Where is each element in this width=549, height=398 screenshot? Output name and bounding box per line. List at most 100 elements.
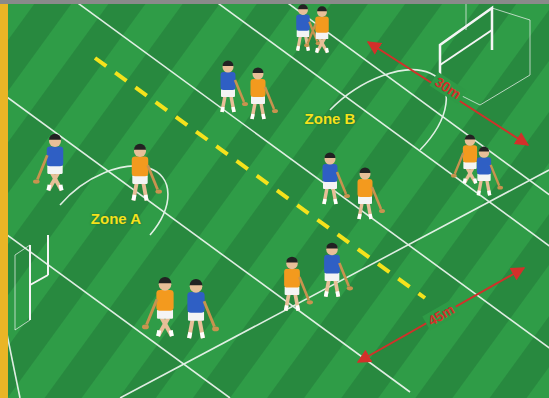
player-helmet	[49, 134, 61, 140]
player-sock	[263, 114, 264, 119]
player-helmet	[325, 153, 336, 159]
player-sock	[315, 48, 319, 53]
player-sock	[324, 199, 325, 204]
player-sock	[158, 330, 159, 336]
player-shorts	[358, 196, 372, 204]
player-shorts	[477, 173, 490, 181]
player-shorts	[47, 165, 62, 174]
player-sock	[189, 332, 190, 338]
player-figure	[358, 168, 386, 220]
pitch-line	[60, 0, 549, 385]
player-shorts	[188, 312, 204, 321]
hurley-bas	[33, 179, 40, 183]
player-sock	[233, 107, 234, 112]
hurley-stick	[235, 80, 244, 102]
pitch-arc	[60, 166, 168, 235]
hurley-bas	[272, 109, 278, 113]
player-shorts	[285, 287, 300, 295]
goal-frame	[30, 235, 48, 320]
player-jersey	[324, 255, 340, 274]
zone-label: Zone B	[305, 111, 356, 126]
player-leg	[231, 96, 234, 112]
hurley-bas	[451, 174, 457, 178]
goal-left	[15, 235, 48, 330]
player-leg	[286, 294, 289, 311]
edge-strip	[0, 0, 8, 398]
player-head	[317, 7, 327, 17]
hurley-bas	[212, 327, 219, 332]
player-leg	[478, 180, 481, 195]
hurley-stick	[372, 187, 381, 209]
hurley-bas	[307, 300, 313, 304]
player-sock	[146, 195, 147, 201]
hurley-bas	[347, 286, 353, 290]
player-figure	[284, 257, 313, 311]
hurley-stick	[455, 153, 464, 174]
hurley-stick	[37, 155, 47, 179]
player-sock	[325, 48, 329, 53]
player-leg	[333, 188, 336, 204]
player-head	[325, 154, 336, 165]
player-figure	[251, 68, 279, 120]
hurley-stick	[491, 165, 500, 186]
player-helmet	[134, 144, 146, 150]
player-shorts	[221, 89, 235, 97]
hurley-bas	[304, 44, 309, 48]
player-sock	[487, 191, 491, 196]
player-jersey	[132, 156, 149, 176]
player-shorts	[132, 175, 147, 184]
player-head	[479, 147, 489, 157]
hurley-bas	[497, 186, 503, 190]
player-sock	[61, 185, 62, 191]
hurley-stick	[148, 165, 158, 189]
player-leg	[252, 103, 255, 119]
player-sock	[296, 46, 300, 51]
player-sock	[370, 214, 371, 219]
player-helmet	[317, 6, 327, 11]
pitch-line	[0, 215, 230, 398]
player-sock	[337, 291, 338, 296]
player-leg	[335, 280, 338, 297]
player-leg	[326, 280, 329, 297]
pitch-line	[200, 0, 549, 283]
hurley-stick	[299, 277, 308, 300]
hurley-stick	[147, 299, 157, 324]
player-figure	[187, 279, 219, 338]
player-leg	[464, 168, 473, 183]
player-jersey	[477, 157, 491, 174]
hurley-bas	[344, 194, 350, 198]
player-helmet	[286, 257, 298, 263]
player-shorts	[316, 32, 329, 39]
player-helmet	[298, 4, 308, 9]
hurley-stick	[337, 172, 346, 194]
player-jersey	[358, 179, 373, 197]
top-bar	[0, 0, 549, 4]
player-head	[253, 69, 264, 80]
player-leg	[298, 36, 301, 50]
player-jersey	[315, 17, 329, 33]
player-sock	[463, 179, 467, 184]
player-jersey	[323, 164, 338, 182]
player-figure	[132, 144, 162, 201]
player-head	[360, 169, 371, 180]
dimension-arrow	[358, 268, 524, 362]
player-figure	[324, 243, 353, 297]
player-helmet	[479, 146, 489, 151]
hurley-stick	[204, 301, 214, 326]
player-sock	[202, 332, 203, 338]
player-jersey	[284, 269, 300, 288]
player-jersey	[296, 15, 310, 31]
player-sock	[359, 214, 360, 219]
player-shorts	[157, 310, 173, 319]
player-head	[465, 135, 475, 145]
player-leg	[189, 320, 192, 338]
player-jersey	[221, 72, 236, 90]
hurley-stick	[265, 87, 274, 109]
dimension-arrow	[368, 42, 528, 145]
player-leg	[158, 318, 168, 336]
player-helmet	[465, 134, 475, 139]
